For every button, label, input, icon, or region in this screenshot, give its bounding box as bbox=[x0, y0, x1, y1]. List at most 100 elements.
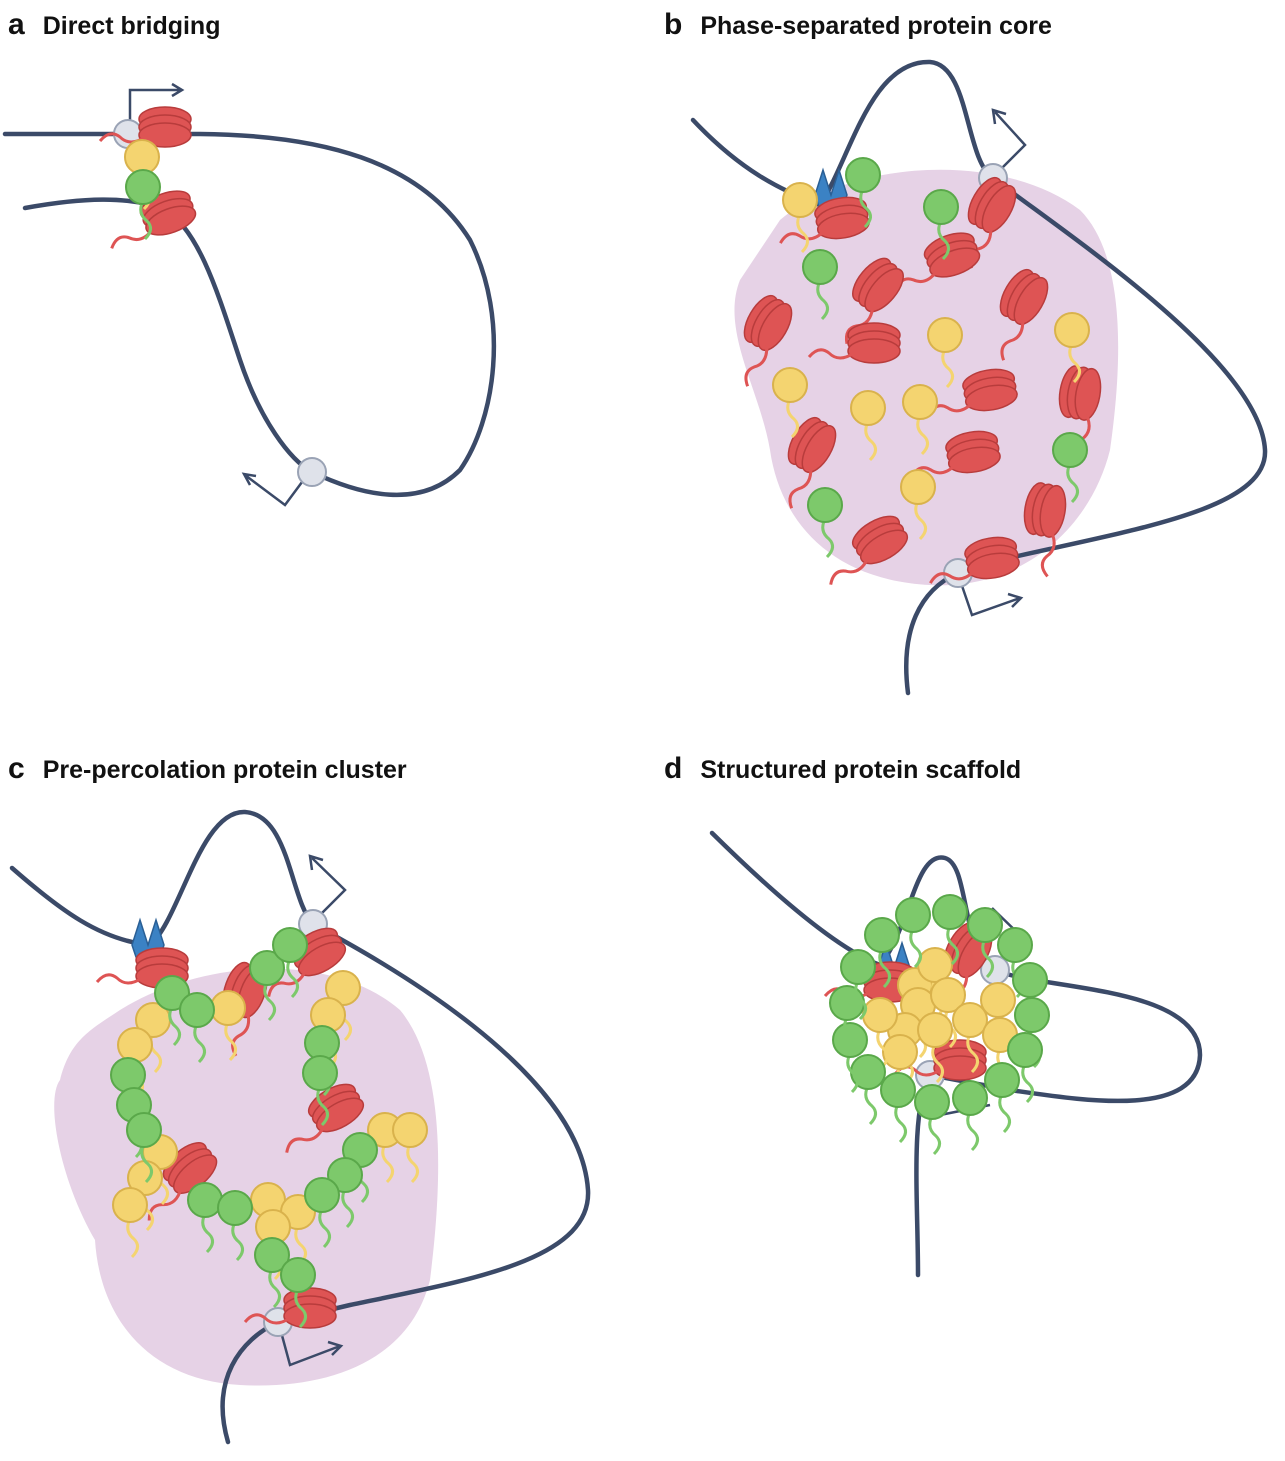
nucleosome bbox=[110, 190, 197, 249]
yellow-protein bbox=[900, 469, 936, 505]
green-protein bbox=[125, 169, 161, 205]
panel-b-label: b Phase-separated protein core bbox=[664, 8, 1052, 42]
tss-arrow-icon bbox=[128, 82, 185, 130]
green-protein bbox=[932, 894, 968, 930]
green-protein bbox=[1007, 1032, 1043, 1068]
tss-arrow-icon bbox=[991, 108, 1027, 176]
yellow-protein-tail bbox=[864, 421, 877, 462]
green-protein bbox=[880, 1072, 916, 1108]
green-protein bbox=[110, 1057, 146, 1093]
panel-letter: b bbox=[664, 8, 683, 41]
green-protein bbox=[967, 907, 1003, 943]
green-protein-tail bbox=[193, 1023, 206, 1064]
yellow-protein bbox=[952, 1002, 988, 1038]
green-protein-tail bbox=[316, 1086, 329, 1127]
green-protein bbox=[280, 1257, 316, 1293]
yellow-protein bbox=[850, 390, 886, 426]
yellow-protein-tail bbox=[224, 1021, 237, 1062]
yellow-protein bbox=[980, 982, 1016, 1018]
green-protein-tail bbox=[140, 1143, 153, 1184]
yellow-protein bbox=[902, 384, 938, 420]
green-protein-tail bbox=[894, 1103, 907, 1144]
green-protein-tail bbox=[878, 948, 891, 989]
yellow-protein-tail bbox=[931, 1043, 944, 1084]
yellow-protein bbox=[927, 317, 963, 353]
nucleosome bbox=[243, 1287, 337, 1329]
yellow-protein bbox=[1054, 312, 1090, 348]
green-protein-tail bbox=[231, 1221, 244, 1262]
yellow-protein-tail bbox=[126, 1218, 139, 1259]
green-protein bbox=[952, 1080, 988, 1116]
yellow-protein-tail bbox=[914, 500, 927, 541]
nucleosome bbox=[95, 947, 189, 989]
nucleosome bbox=[929, 536, 1020, 584]
green-protein bbox=[923, 189, 959, 225]
dna-strand-a-bottom bbox=[22, 197, 315, 475]
panel-title: Phase-separated protein core bbox=[700, 12, 1052, 40]
green-protein-tail bbox=[859, 188, 872, 229]
panel-a-label: a Direct bridging bbox=[8, 8, 220, 42]
yellow-protein-tail bbox=[1068, 343, 1081, 384]
green-protein-tail bbox=[928, 1115, 941, 1156]
panel-title: Pre-percolation protein cluster bbox=[42, 756, 407, 784]
nucleosome bbox=[829, 515, 909, 585]
green-protein bbox=[302, 1055, 338, 1091]
green-protein-tail bbox=[946, 925, 959, 966]
yellow-protein bbox=[325, 970, 361, 1006]
yellow-protein bbox=[117, 1027, 153, 1063]
nucleosome bbox=[285, 1083, 365, 1153]
green-protein-tail bbox=[981, 938, 994, 979]
yellow-protein bbox=[210, 990, 246, 1026]
yellow-protein-tail bbox=[786, 398, 799, 439]
green-protein bbox=[217, 1190, 253, 1226]
green-protein-tail bbox=[843, 1016, 856, 1057]
green-protein bbox=[997, 927, 1033, 963]
yellow-protein-tail bbox=[796, 213, 809, 254]
nucleosome bbox=[910, 430, 1001, 478]
green-protein-tail bbox=[816, 280, 829, 321]
yellow-protein bbox=[782, 182, 818, 218]
panel-letter: a bbox=[8, 8, 25, 41]
green-protein bbox=[840, 949, 876, 985]
promoter-site bbox=[297, 457, 327, 487]
yellow-protein bbox=[917, 947, 953, 983]
green-protein-tail bbox=[268, 1268, 281, 1309]
green-protein bbox=[249, 950, 285, 986]
green-protein bbox=[1052, 432, 1088, 468]
green-protein bbox=[807, 487, 843, 523]
green-protein bbox=[832, 1022, 868, 1058]
green-protein-tail bbox=[318, 1208, 331, 1249]
dna-strand-a-top bbox=[2, 131, 497, 498]
green-protein bbox=[272, 927, 308, 963]
green-protein-tail bbox=[286, 958, 299, 999]
yellow-protein bbox=[882, 1034, 918, 1070]
yellow-protein-tail bbox=[381, 1143, 394, 1184]
green-protein-tail bbox=[201, 1213, 214, 1254]
tss-arrow-icon bbox=[958, 579, 1024, 617]
green-protein bbox=[327, 1157, 363, 1193]
green-protein bbox=[864, 917, 900, 953]
panel-letter: d bbox=[664, 752, 683, 785]
tss-arrow-icon bbox=[278, 1327, 344, 1367]
condensate-c bbox=[54, 968, 439, 1386]
green-protein-tail bbox=[821, 518, 834, 559]
green-protein bbox=[154, 975, 190, 1011]
nucleosome bbox=[1023, 482, 1067, 578]
yellow-protein-tail bbox=[876, 1028, 889, 1069]
yellow-protein bbox=[772, 367, 808, 403]
green-protein bbox=[1012, 962, 1048, 998]
green-protein bbox=[126, 1112, 162, 1148]
yellow-protein-tail bbox=[916, 415, 929, 456]
yellow-protein bbox=[112, 1187, 148, 1223]
green-protein bbox=[802, 249, 838, 285]
yellow-protein bbox=[917, 1012, 953, 1048]
tss-arrow-icon bbox=[308, 854, 347, 921]
nucleosome bbox=[779, 196, 870, 244]
nucleosome bbox=[807, 322, 901, 364]
green-protein-tail bbox=[998, 1093, 1011, 1134]
green-protein bbox=[914, 1084, 950, 1120]
panel-letter: c bbox=[8, 752, 25, 785]
green-protein bbox=[1014, 997, 1050, 1033]
nucleosome bbox=[999, 268, 1049, 361]
